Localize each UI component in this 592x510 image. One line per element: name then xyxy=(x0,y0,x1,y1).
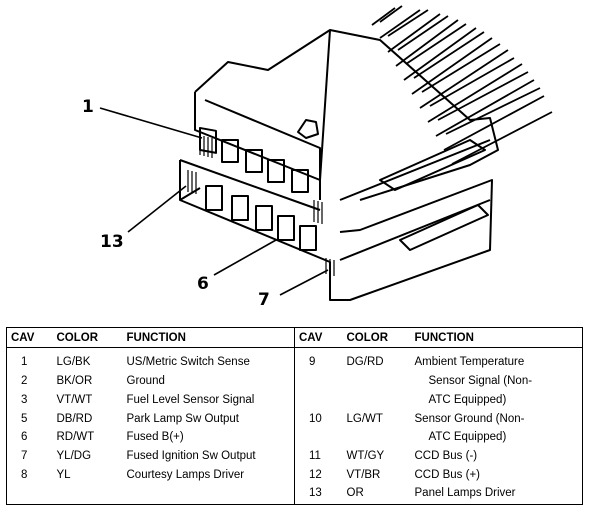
function-cell: Courtesy Lamps Driver xyxy=(126,468,245,481)
color-cell: VT/BR xyxy=(346,468,381,481)
connector-upper-face xyxy=(194,29,331,181)
upper-terminal-row xyxy=(199,126,309,193)
function-cell: Fused B(+) xyxy=(126,431,184,444)
header-cav: CAV xyxy=(294,327,343,348)
table-row: 5 DB/RD Park Lamp Sw Output 10 LG/WT Sen… xyxy=(7,410,583,430)
table-row: 6 RD/WT Fused B(+) ATC Equipped) xyxy=(7,429,583,448)
side-latches xyxy=(339,139,491,261)
function-continuation: Sensor Signal (Non- xyxy=(428,375,533,388)
cav-cell: 12 xyxy=(294,466,343,486)
color-cell: DB/RD xyxy=(56,412,93,425)
cav-cell: 9 xyxy=(294,347,343,374)
table-row: 13 OR Panel Lamps Driver xyxy=(7,485,583,505)
table-row: 2 BK/OR Ground Sensor Signal (Non- xyxy=(7,373,583,392)
color-cell: LG/WT xyxy=(346,412,383,425)
pinout-table: CAV COLOR FUNCTION CAV COLOR FUNCTION 1 … xyxy=(6,327,583,505)
table-row: 3 VT/WT Fuel Level Sensor Signal ATC Equ… xyxy=(7,391,583,411)
cav-cell: 1 xyxy=(21,356,28,368)
cav-cell: 7 xyxy=(21,449,28,462)
connector-lower-face xyxy=(179,160,493,301)
function-cell: US/Metric Switch Sense xyxy=(126,356,250,368)
color-cell: DG/RD xyxy=(346,356,384,368)
cav-cell: 5 xyxy=(21,412,28,425)
color-cell: WT/GY xyxy=(346,449,385,462)
cav-cell: 2 xyxy=(21,375,28,388)
function-cell: Sensor Ground (Non- xyxy=(414,412,525,425)
function-cell: Fused Ignition Sw Output xyxy=(126,449,256,462)
table-row: 1 LG/BK US/Metric Switch Sense 9 DG/RD A… xyxy=(7,347,583,374)
function-continuation: ATC Equipped) xyxy=(428,431,507,444)
cav-cell: 3 xyxy=(21,393,28,406)
leader-line-1 xyxy=(99,107,203,139)
table-row: 7 YL/DG Fused Ignition Sw Output 11 WT/G… xyxy=(7,447,583,467)
leader-line-13 xyxy=(127,185,187,233)
wire-bundle xyxy=(371,5,553,165)
connector-rear-housing xyxy=(194,29,499,201)
callout-13: 13 xyxy=(100,232,124,252)
header-cav: CAV xyxy=(6,327,53,348)
color-cell: VT/WT xyxy=(56,393,93,406)
cav-cell: 10 xyxy=(294,410,343,430)
leader-line-6 xyxy=(213,239,277,276)
header-function: FUNCTION xyxy=(410,327,583,348)
cav-cell: 11 xyxy=(294,447,343,467)
function-cell: Park Lamp Sw Output xyxy=(126,412,240,425)
function-cell: Ambient Temperature xyxy=(414,356,525,368)
cav-cell: 6 xyxy=(21,431,28,444)
function-cell: Fuel Level Sensor Signal xyxy=(126,393,255,406)
table-row: 8 YL Courtesy Lamps Driver 12 VT/BR CCD … xyxy=(7,466,583,486)
lower-terminal-row xyxy=(205,185,317,251)
leader-line-7 xyxy=(279,269,329,296)
callout-1: 1 xyxy=(82,97,94,117)
header-color: COLOR xyxy=(52,327,123,348)
color-cell: YL xyxy=(56,468,71,481)
color-cell: BK/OR xyxy=(56,375,93,388)
function-cell: CCD Bus (-) xyxy=(414,449,478,462)
connector-diagram xyxy=(99,5,553,301)
callout-7: 7 xyxy=(258,290,270,310)
color-cell: YL/DG xyxy=(56,449,92,462)
function-cell: Ground xyxy=(126,375,165,388)
function-cell: CCD Bus (+) xyxy=(414,468,481,481)
color-cell: OR xyxy=(346,487,364,500)
cav-cell: 8 xyxy=(21,468,28,481)
cav-cell: 13 xyxy=(294,485,343,505)
color-cell: LG/BK xyxy=(56,356,91,368)
function-continuation: ATC Equipped) xyxy=(428,393,507,406)
keying-tab xyxy=(297,119,319,139)
header-function: FUNCTION xyxy=(122,327,295,348)
table-header-row: CAV COLOR FUNCTION CAV COLOR FUNCTION xyxy=(6,327,583,348)
header-color: COLOR xyxy=(342,327,411,348)
function-cell: Panel Lamps Driver xyxy=(414,487,516,500)
callout-6: 6 xyxy=(197,274,209,294)
color-cell: RD/WT xyxy=(56,431,95,444)
